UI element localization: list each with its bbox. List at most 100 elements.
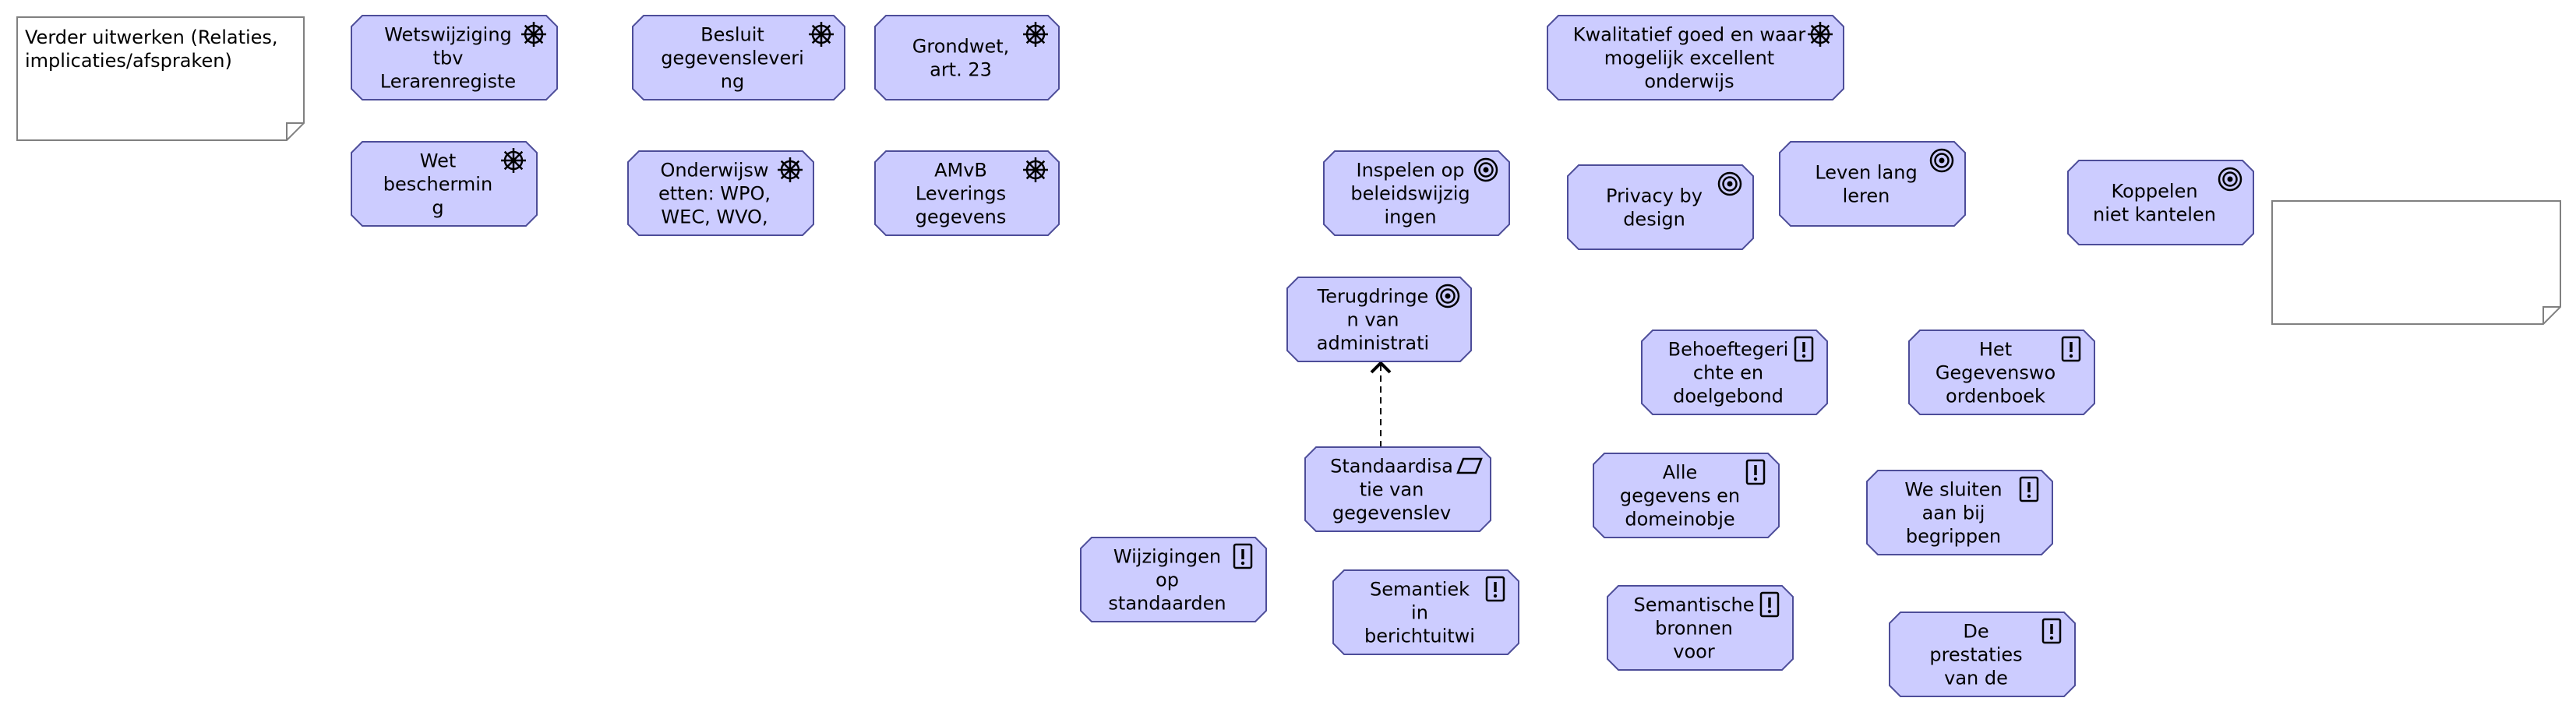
element-label-line: ng <box>721 70 744 92</box>
element-label-line: doelgebond <box>1673 385 1784 407</box>
element-label-line: aan bij <box>1922 502 1985 523</box>
element-label-line: gegevenslev <box>1332 502 1451 523</box>
principle-exclamation-icon <box>2041 618 2062 644</box>
element-label-line: Wetswijziging <box>384 23 512 45</box>
element-label-line: niet kantelen <box>2093 203 2216 225</box>
element-label-line: van de <box>1944 667 2008 689</box>
element-label-line: tbv <box>433 47 464 69</box>
driver-wheel-icon <box>521 22 546 47</box>
element-label-line: Behoeftegeri <box>1668 338 1789 360</box>
principle-exclamation-icon <box>1233 543 1253 569</box>
element-label-line: Lerarenregiste <box>380 70 516 92</box>
principle-exclamation-icon <box>1745 459 1766 485</box>
element-label-line: Onderwijsw <box>660 159 768 181</box>
element-label-line: n van <box>1347 308 1399 330</box>
element-label-line: Standaardisa <box>1330 455 1453 477</box>
element-label-line: domeinobje <box>1625 508 1734 530</box>
element-label-line: Terugdringe <box>1317 285 1429 307</box>
element-label-line: Kwalitatief goed en waar <box>1573 23 1806 45</box>
element-label-line: onderwijs <box>1644 70 1734 92</box>
note-text-line: implicaties/afspraken) <box>25 50 232 72</box>
element-label-line: Semantiek <box>1370 578 1470 600</box>
principle-exclamation-icon <box>1759 591 1780 618</box>
element-label-line: Koppelen <box>2111 180 2197 202</box>
note[interactable] <box>2271 200 2561 325</box>
element-label-line: tie van <box>1360 478 1424 500</box>
driver-wheel-icon <box>778 157 803 182</box>
goal-target-icon <box>1473 157 1498 182</box>
element-label-line: op <box>1156 569 1179 590</box>
goal-target-icon <box>2218 167 2243 192</box>
element-label-line: g <box>432 196 443 218</box>
element-label-line: gegevens <box>916 206 1007 227</box>
driver-wheel-icon <box>1808 22 1833 47</box>
element-label-line: Besluit <box>700 23 764 45</box>
element-label-line: beleidswijzig <box>1350 182 1470 204</box>
element-label-line: ingen <box>1384 206 1436 227</box>
element-label-line: Wijzigingen <box>1113 545 1221 567</box>
element-label-line: administrati <box>1317 332 1429 354</box>
element-label-line: gegevens en <box>1620 485 1740 506</box>
element-label-line: mogelijk excellent <box>1604 47 1774 69</box>
element-label-line: in <box>1411 601 1428 623</box>
principle-exclamation-icon <box>1794 336 1814 362</box>
element-label-line: AMvB <box>934 159 987 181</box>
driver-wheel-icon <box>809 22 834 47</box>
element-label-line: ordenboek <box>1946 385 2045 407</box>
element-grondwet[interactable]: Grondwet,art. 23 <box>874 15 1060 100</box>
element-label-line: Grondwet, <box>912 35 1010 57</box>
element-label-line: beschermin <box>383 173 492 195</box>
principle-exclamation-icon <box>2019 476 2039 502</box>
element-label-line: art. 23 <box>930 58 992 80</box>
element-label-line: leren <box>1843 185 1890 206</box>
element-label-line: Privacy by <box>1606 185 1703 206</box>
element-label-line: chte en <box>1693 361 1763 383</box>
element-label-line: voor <box>1673 640 1715 662</box>
element-label-line: Leverings <box>916 182 1006 204</box>
note[interactable]: Verder uitwerken (Relaties,implicaties/a… <box>16 16 305 141</box>
element-label-line: design <box>1623 208 1685 230</box>
element-label-line: We sluiten <box>1904 478 2002 500</box>
element-label-line: berichtuitwi <box>1364 625 1475 647</box>
goal-target-icon <box>1717 171 1742 196</box>
element-label-line: bronnen <box>1655 617 1733 639</box>
deliverable-parallelogram-icon <box>1456 457 1483 474</box>
note-text-line: Verder uitwerken (Relaties, <box>25 26 278 48</box>
principle-exclamation-icon <box>1485 576 1505 602</box>
element-label-line: De <box>1963 620 1988 642</box>
element-label-line: Wet <box>420 150 457 171</box>
goal-target-icon <box>1929 148 1954 173</box>
driver-wheel-icon <box>1023 157 1048 182</box>
principle-exclamation-icon <box>2061 336 2081 362</box>
element-label-line: etten: WPO, <box>658 182 771 204</box>
driver-wheel-icon <box>1023 22 1048 47</box>
element-label-line: WEC, WVO, <box>661 206 768 227</box>
element-label-line: Semantische <box>1633 594 1754 615</box>
driver-wheel-icon <box>501 148 526 173</box>
element-label-line: Inspelen op <box>1357 159 1465 181</box>
element-label-line: gegevensleveri <box>661 47 804 69</box>
element-label-line: begrippen <box>1906 525 2001 547</box>
element-label-line: Het <box>1979 338 2012 360</box>
